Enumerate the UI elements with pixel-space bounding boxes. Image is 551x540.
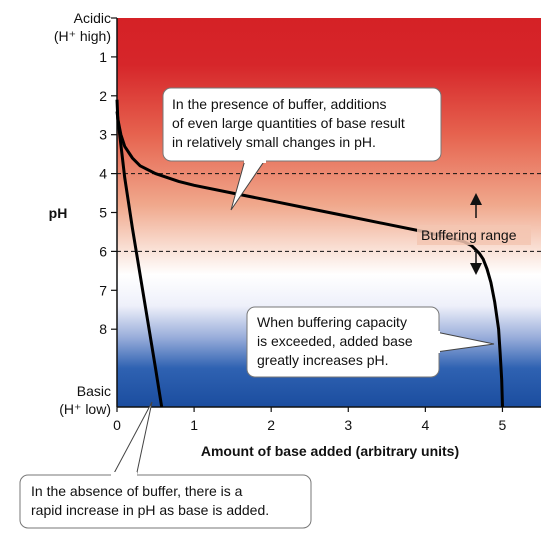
callout-capacity-exceeded-line3: greatly increases pH. xyxy=(257,352,389,368)
x-tick-label: 5 xyxy=(499,417,507,433)
x-tick-label: 3 xyxy=(344,417,352,433)
buffer-curve xyxy=(115,99,504,408)
x-axis-title: Amount of base added (arbitrary units) xyxy=(201,443,459,459)
x-axis-ticks: 0 1 2 3 4 5 xyxy=(113,407,507,433)
callout-buffer-presence: In the presence of buffer, additions of … xyxy=(162,87,442,211)
callout-buffer-presence-pointer xyxy=(230,159,266,211)
y-tick-label: 7 xyxy=(99,282,107,298)
y-top-label-line2: (H⁺ high) xyxy=(54,28,111,44)
buffering-range-label: Buffering range xyxy=(421,227,517,243)
buffering-range-lines xyxy=(117,173,541,252)
callout-no-buffer-line1: In the absence of buffer, there is a xyxy=(31,483,243,499)
callout-buffer-presence-line2: of even large quantities of base result xyxy=(172,115,405,131)
callout-no-buffer: In the absence of buffer, there is a rap… xyxy=(19,401,312,529)
y-axis-top-label: Acidic (H⁺ high) xyxy=(54,10,111,44)
no-buffer-curve xyxy=(115,111,164,408)
y-tick-label: 4 xyxy=(99,166,107,182)
x-tick-label: 0 xyxy=(113,417,121,433)
callout-no-buffer-box xyxy=(19,474,312,529)
callout-buffer-presence-line3: in relatively small changes in pH. xyxy=(172,134,376,150)
y-tick-label: 3 xyxy=(99,127,107,143)
callout-capacity-exceeded: When buffering capacity is exceeded, add… xyxy=(246,306,495,378)
callout-capacity-exceeded-line1: When buffering capacity xyxy=(257,314,407,330)
x-tick-label: 2 xyxy=(267,417,275,433)
buffering-range-label-bg xyxy=(417,225,531,245)
y-tick-label: 5 xyxy=(99,205,107,221)
callout-capacity-exceeded-line2: is exceeded, added base xyxy=(257,333,413,349)
buffering-range-indicator: Buffering range xyxy=(417,193,531,275)
y-top-label-line1: Acidic xyxy=(74,10,111,26)
x-tick-label: 1 xyxy=(190,417,198,433)
y-tick-label: 1 xyxy=(99,49,107,65)
y-axis-ticks: 1 2 3 4 5 6 7 8 xyxy=(99,17,117,337)
y-tick-label: 6 xyxy=(99,243,107,259)
y-bottom-label-line2: (H⁺ low) xyxy=(59,401,111,417)
y-axis-title: pH xyxy=(49,205,68,221)
callout-buffer-presence-box xyxy=(162,87,442,162)
y-bottom-label-line1: Basic xyxy=(77,383,111,399)
y-axis-bottom-label: Basic (H⁺ low) xyxy=(59,383,111,417)
callout-buffer-presence-line1: In the presence of buffer, additions xyxy=(172,96,387,112)
y-tick-label: 2 xyxy=(99,88,107,104)
y-tick-label: 8 xyxy=(99,321,107,337)
callout-no-buffer-pointer xyxy=(111,401,153,478)
callout-capacity-exceeded-pointer xyxy=(435,331,495,353)
callout-no-buffer-line2: rapid increase in pH as base is added. xyxy=(31,502,269,518)
x-tick-label: 4 xyxy=(421,417,429,433)
